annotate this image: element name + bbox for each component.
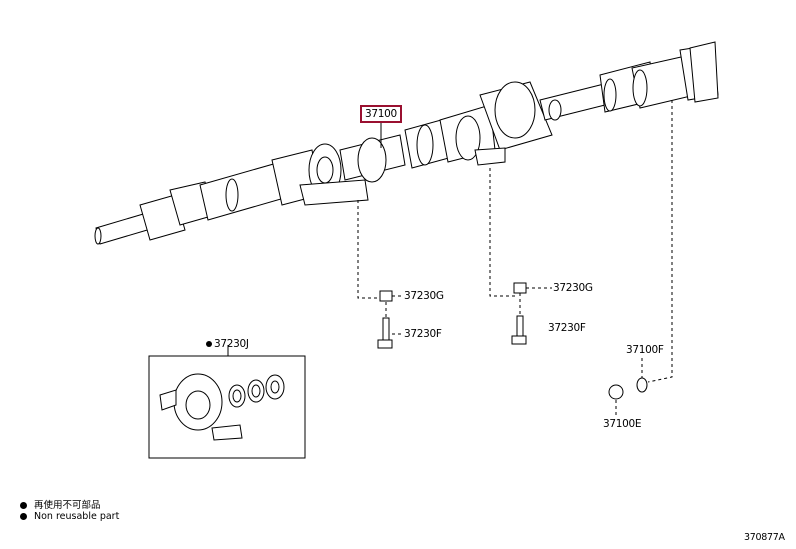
bolt-icon bbox=[516, 315, 524, 339]
nut-icon-small bbox=[608, 384, 624, 400]
bullet-icon bbox=[20, 502, 27, 509]
front-yoke bbox=[139, 194, 186, 241]
part-label-37230g-right[interactable]: 37230G bbox=[553, 282, 593, 294]
part-label-37100e[interactable]: 37100E bbox=[603, 418, 642, 430]
non-reusable-marker-icon bbox=[206, 341, 212, 347]
center-bracket bbox=[299, 179, 369, 206]
nut-icon bbox=[379, 290, 393, 302]
leader-bolt-right bbox=[489, 168, 515, 297]
part-label-37230f-left[interactable]: 37230F bbox=[404, 328, 442, 340]
washer-icon bbox=[636, 377, 648, 393]
leader-washer bbox=[647, 100, 673, 383]
part-label-37100f[interactable]: 37100F bbox=[626, 344, 664, 356]
bullet-icon bbox=[20, 513, 27, 520]
legend-english-text: Non reusable part bbox=[34, 511, 120, 522]
legend-english: Non reusable part bbox=[20, 511, 119, 522]
figure-id: 370877A bbox=[744, 532, 785, 543]
legend-japanese: 再使用不可部品 bbox=[20, 497, 101, 511]
nut-icon bbox=[513, 282, 527, 294]
part-label-37230g-left[interactable]: 37230G bbox=[404, 290, 444, 302]
legend-japanese-text: 再使用不可部品 bbox=[34, 500, 101, 511]
part-label-37230j[interactable]: 37230J bbox=[206, 338, 249, 350]
bearing-detail-frame bbox=[148, 355, 306, 459]
part-label-37100[interactable]: 37100 bbox=[360, 105, 402, 123]
part-label-37230j-text: 37230J bbox=[214, 338, 249, 350]
rear-flange bbox=[689, 41, 719, 103]
part-label-37230f-right[interactable]: 37230F bbox=[548, 322, 586, 334]
bolt-icon bbox=[382, 317, 390, 343]
leader-bolt-left bbox=[357, 200, 380, 299]
